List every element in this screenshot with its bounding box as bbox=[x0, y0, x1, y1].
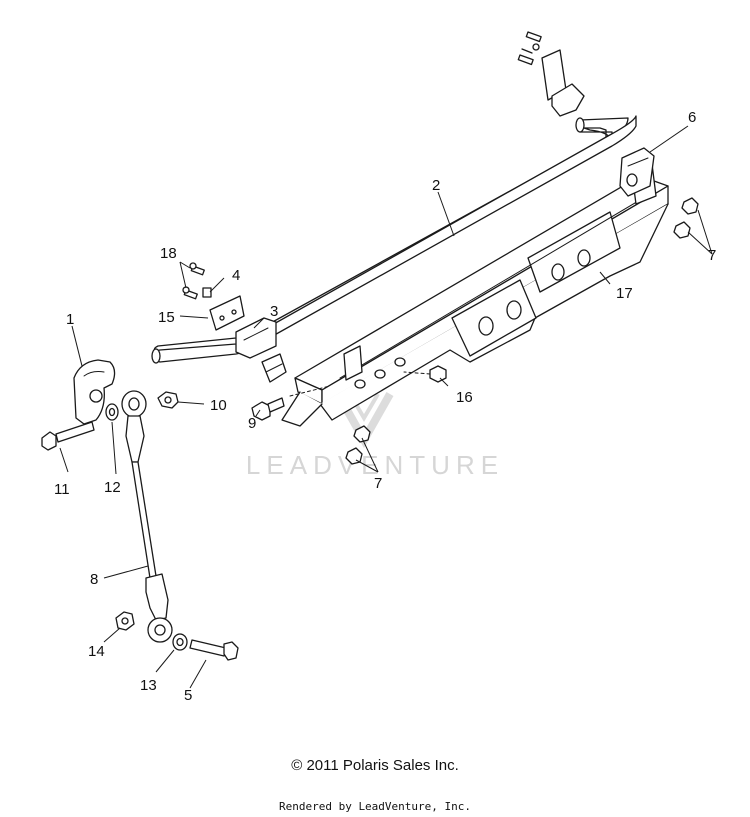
part-11-bolt bbox=[41, 421, 95, 451]
watermark-text: LEADVENTURE bbox=[246, 450, 504, 480]
part-13-washer bbox=[172, 633, 188, 651]
callout-15: 15 bbox=[158, 309, 175, 326]
part-bar-bushing bbox=[261, 353, 287, 383]
part-1-bracket bbox=[73, 359, 116, 425]
callout-18: 18 bbox=[160, 245, 177, 262]
part-8-link-rod bbox=[121, 390, 173, 643]
callouts: 1 2 3 4 5 6 7 7 8 9 10 11 12 13 14 15 16… bbox=[54, 109, 716, 704]
part-4-nut bbox=[202, 287, 212, 298]
rendered-by-credit: Rendered by LeadVenture, Inc. bbox=[278, 800, 472, 813]
callout-10: 10 bbox=[210, 397, 227, 414]
part-15-plate bbox=[209, 295, 245, 331]
part-17-channel-bracket bbox=[281, 163, 669, 427]
callout-1: 1 bbox=[66, 311, 74, 328]
part-10-nut bbox=[157, 391, 179, 409]
callout-7-lower: 7 bbox=[374, 475, 382, 492]
callout-11: 11 bbox=[54, 481, 70, 498]
part-14-nut bbox=[115, 611, 135, 631]
part-upper-right-clamp bbox=[517, 31, 585, 117]
callout-14: 14 bbox=[88, 643, 105, 660]
callout-4: 4 bbox=[232, 267, 240, 284]
callout-3: 3 bbox=[270, 303, 278, 320]
callout-8: 8 bbox=[90, 571, 98, 588]
part-7-nuts-lower bbox=[345, 425, 371, 465]
callout-7-right: 7 bbox=[708, 247, 716, 264]
part-3-clamp bbox=[235, 317, 277, 359]
part-12-washer bbox=[105, 403, 119, 421]
callout-6: 6 bbox=[688, 109, 696, 126]
part-5-bolt bbox=[189, 639, 239, 661]
callout-2: 2 bbox=[432, 177, 440, 194]
callout-9: 9 bbox=[248, 415, 256, 432]
copyright-notice: © 2011 Polaris Sales Inc. bbox=[291, 757, 459, 774]
callout-16: 16 bbox=[456, 389, 473, 406]
leader-lines bbox=[59, 125, 713, 689]
part-7-nuts-right bbox=[673, 197, 699, 239]
part-16-nut bbox=[403, 365, 447, 383]
callout-13: 13 bbox=[140, 677, 157, 694]
callout-17: 17 bbox=[616, 285, 633, 302]
callout-5: 5 bbox=[184, 687, 192, 704]
part-6-bushing bbox=[619, 147, 655, 197]
callout-12: 12 bbox=[104, 479, 121, 496]
part-18-bolts bbox=[182, 262, 205, 300]
